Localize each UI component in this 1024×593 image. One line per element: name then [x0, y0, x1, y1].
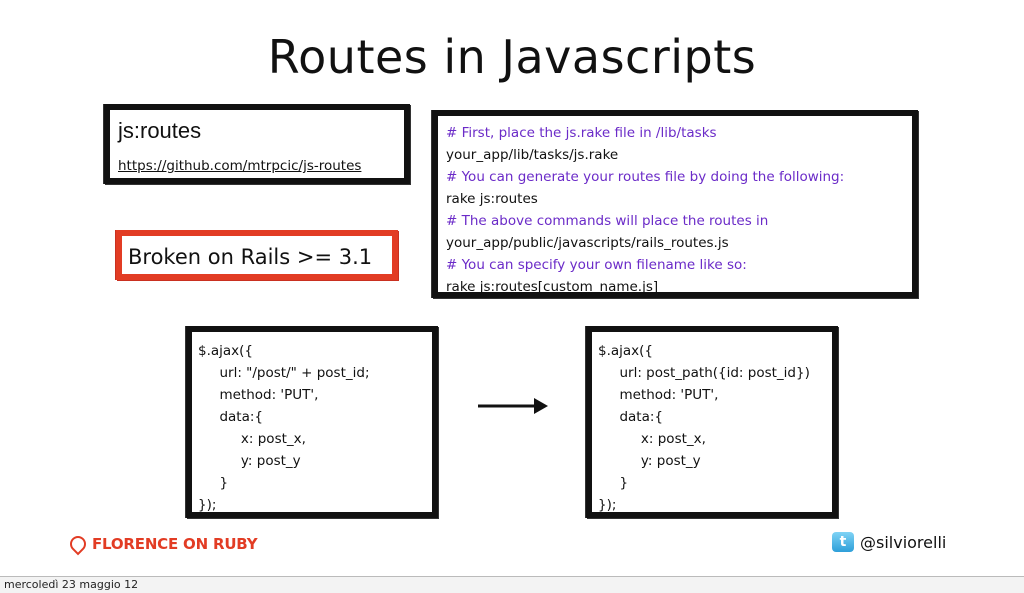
rake-command-line: your_app/public/javascripts/rails_routes…	[446, 235, 729, 251]
rake-comment-line: # You can generate your routes file by d…	[446, 169, 845, 185]
rake-comment-line: # You can specify your own filename like…	[446, 257, 747, 273]
logo-text: FLORENCE ON RUBY	[92, 535, 258, 553]
logo-mark-icon	[66, 532, 90, 556]
js-routes-name: js:routes	[118, 118, 202, 143]
rake-command-line: your_app/lib/tasks/js.rake	[446, 147, 619, 163]
rake-instructions-box: # First, place the js.rake file in /lib/…	[432, 110, 918, 298]
rake-command-line: rake js:routes[custom_name.js]	[446, 279, 659, 295]
code-after: $.ajax({ url: post_path({id: post_id}) m…	[598, 343, 810, 513]
broken-warning-box: Broken on Rails >= 3.1	[116, 230, 398, 280]
code-before-box: $.ajax({ url: "/post/" + post_id; method…	[186, 326, 438, 518]
slide: Routes in Javascripts js:routes https://…	[66, 30, 947, 556]
code-after-box: $.ajax({ url: post_path({id: post_id}) m…	[586, 326, 838, 518]
taskbar: mercoledì 23 maggio 12	[0, 576, 1024, 593]
slide-title: Routes in Javascripts	[267, 30, 757, 84]
twitter-handle-text: @silviorelli	[860, 532, 947, 552]
rake-command-line: rake js:routes	[446, 191, 538, 207]
twitter-handle: t @silviorelli	[832, 532, 946, 552]
arrow-right-icon	[478, 398, 548, 414]
js-routes-link[interactable]: https://github.com/mtrpcic/js-routes	[118, 158, 362, 174]
rake-comment-line: # The above commands will place the rout…	[446, 213, 769, 229]
js-routes-box: js:routes https://github.com/mtrpcic/js-…	[104, 104, 410, 184]
florence-on-ruby-logo: FLORENCE ON RUBY	[66, 532, 258, 556]
code-before: $.ajax({ url: "/post/" + post_id; method…	[198, 343, 370, 513]
taskbar-date: mercoledì 23 maggio 12	[4, 578, 139, 591]
twitter-icon: t	[832, 532, 854, 552]
broken-warning-text: Broken on Rails >= 3.1	[128, 245, 373, 269]
rake-comment-line: # First, place the js.rake file in /lib/…	[446, 125, 717, 141]
